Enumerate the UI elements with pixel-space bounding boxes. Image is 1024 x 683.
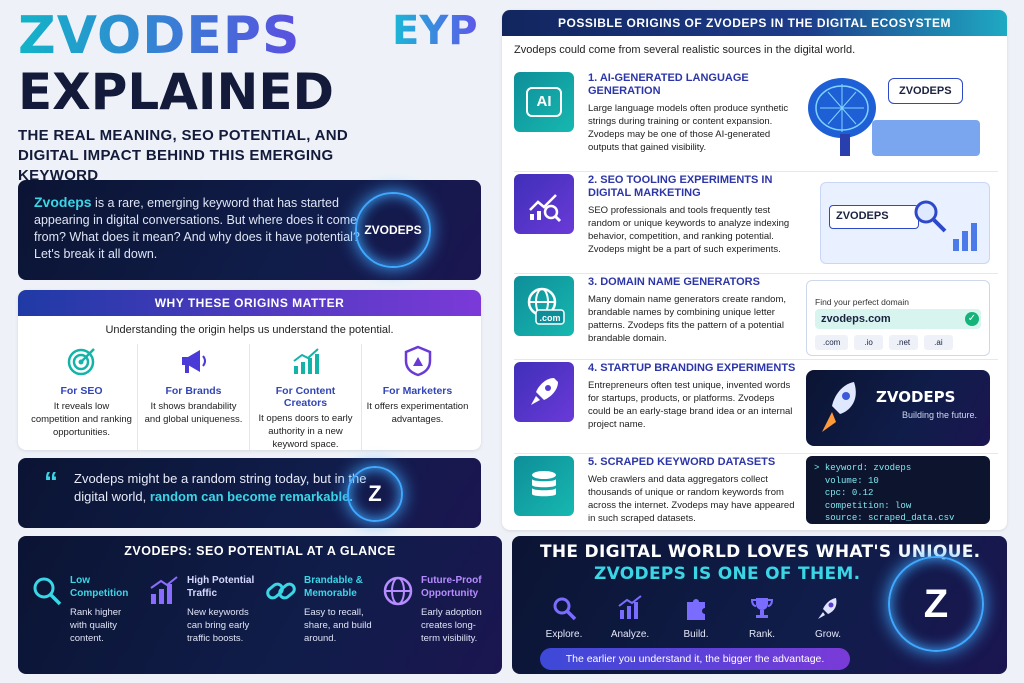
seo-potential-card: ZVODEPS: SEO POTENTIAL AT A GLANCE Low C…: [18, 536, 502, 674]
rocket-illustration-icon: [822, 382, 856, 432]
page-subtitle: THE REAL MEANING, SEO POTENTIAL, AND DIG…: [18, 127, 348, 184]
check-icon: ✓: [965, 312, 979, 326]
puzzle-icon: [687, 599, 705, 620]
why-heading: WHY THESE ORIGINS MATTER: [18, 290, 481, 316]
dataset-code-snippet: > keyword: zvodeps volume: 10 cpc: 0.12 …: [806, 456, 990, 524]
why-item-brands: For Brands It shows brandability and glo…: [138, 344, 250, 450]
origin-item-seo-tooling: 2. SEO TOOLING EXPERIMENTS IN DIGITAL MA…: [514, 174, 998, 274]
tld-list: .com .io .net .ai: [815, 335, 953, 350]
why-subheading: Understanding the origin helps us unders…: [105, 324, 394, 336]
seo-search-mockup: ZVODEPS: [820, 182, 990, 264]
brain-icon: [808, 78, 876, 156]
megaphone-icon: [181, 350, 206, 373]
quote-badge: Z: [347, 466, 403, 522]
ai-chip-icon: AI: [514, 72, 574, 132]
search-icon: [553, 597, 577, 621]
step-analyze: Analyze.: [608, 594, 652, 640]
rocket-icon: [514, 362, 574, 422]
intro-keyword: Zvodeps: [34, 194, 92, 210]
brand-logo: EYP: [392, 8, 478, 54]
closing-banner: The earlier you understand it, the bigge…: [540, 648, 850, 670]
mini-bar-chart-icon: [953, 223, 977, 251]
origins-subheading: Zvodeps could come from several realisti…: [514, 44, 856, 56]
rocket-icon: [818, 598, 837, 619]
globe-domain-icon: .com: [514, 276, 574, 336]
closing-badge: Z: [888, 556, 984, 652]
ai-brain-illustration: ZVODEPS: [800, 72, 990, 164]
step-rank: Rank.: [740, 594, 784, 640]
analytics-icon: [618, 595, 642, 619]
bar-chart-icon: [150, 576, 178, 604]
closing-line2: ZVODEPS IS ONE OF THEM.: [594, 564, 861, 584]
domain-search-mockup: Find your perfect domain zvodeps.com ✓ .…: [806, 280, 990, 356]
database-icon: [514, 456, 574, 516]
quote-mark-icon: “: [44, 466, 58, 497]
page-title-line2: EXPLAINED: [18, 63, 335, 121]
why-item-seo: For SEO It reveals low competition and r…: [26, 344, 138, 450]
mock-search-input: ZVODEPS: [829, 205, 919, 229]
svg-text:.com: .com: [539, 313, 560, 323]
mock-domain-input: zvodeps.com: [815, 309, 981, 329]
step-explore: Explore.: [542, 594, 586, 640]
step-grow: Grow.: [806, 594, 850, 640]
closing-line1: THE DIGITAL WORLD LOVES WHAT'S UNIQUE.: [540, 542, 981, 562]
why-origins-card: WHY THESE ORIGINS MATTER Understanding t…: [18, 290, 481, 450]
why-item-creators: For Content Creators It opens doors to e…: [250, 344, 362, 450]
why-item-marketers: For Marketers It offers experimentation …: [362, 344, 473, 450]
startup-brand-mockup: ZVODEPS Building the future.: [806, 370, 990, 446]
quote-card: Zvodeps might be a random string today, …: [18, 458, 481, 528]
growth-chart-icon: [292, 348, 319, 374]
origins-heading: POSSIBLE ORIGINS OF ZVODEPS IN THE DIGIT…: [502, 10, 1007, 36]
origins-card: POSSIBLE ORIGINS OF ZVODEPS IN THE DIGIT…: [502, 10, 1007, 530]
magnifier-icon: [33, 577, 62, 606]
globe-icon: [383, 576, 413, 606]
intro-badge: ZVODEPS: [355, 192, 431, 268]
magnifier-icon: [914, 200, 947, 233]
seo-heading: ZVODEPS: SEO POTENTIAL AT A GLANCE: [124, 544, 396, 558]
target-icon: [67, 348, 95, 376]
link-icon: [266, 582, 296, 600]
shield-icon: [404, 345, 431, 377]
page-title-line1: ZVODEPS: [18, 6, 301, 66]
analytics-search-icon: [514, 174, 574, 234]
step-build: Build.: [674, 594, 718, 640]
intro-text: is a rare, emerging keyword that has sta…: [34, 196, 360, 261]
trophy-icon: [750, 598, 774, 618]
